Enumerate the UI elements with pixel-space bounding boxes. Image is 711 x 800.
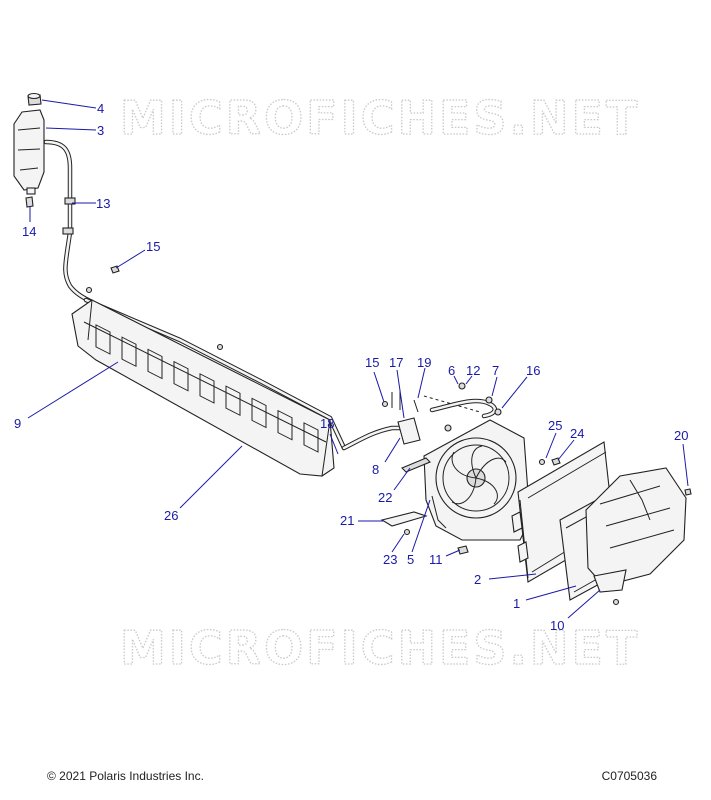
screw-15c [216,343,224,351]
callout-7: 7 [492,363,499,378]
callout-3: 3 [97,123,104,138]
callout-17: 20 [674,428,688,443]
callout-5: 5 [407,552,414,567]
callout-11: 11 [429,552,443,567]
callout-23: 23 [383,552,397,567]
callout-2: 2 [474,572,481,587]
screw-23 [403,528,411,536]
screw-25 [538,458,546,466]
lower-deflector [380,511,428,527]
callout-14: 14 [22,224,36,239]
callout-10: 10 [550,618,564,633]
callout-16: 16 [526,363,540,378]
callout-13: 13 [96,196,110,211]
callout-15-upper: 15 [146,239,160,254]
fan-shroud [423,419,531,541]
callout-8: 8 [372,462,379,477]
screw-15b [85,286,93,294]
coolant-lines [83,297,411,451]
leader-lines [27,99,689,619]
reservoir-clip [25,196,34,208]
callout-1: 1 [513,596,520,611]
callout-26: 26 [164,508,178,523]
callout-24: 24 [570,426,584,441]
copyright-notice: © 2021 Polaris Industries Inc. [47,769,204,783]
callout-labels: 4 3 13 14 15 9 26 18 15 17 19 6 12 7 16 … [14,101,688,633]
callout-18: 17 [389,355,403,370]
rear-housing [585,467,687,593]
nut-11 [457,545,469,555]
screw-17 [684,488,692,496]
callout-6: 6 [448,363,455,378]
overflow-hose [43,139,95,305]
callout-9: 9 [14,416,21,431]
screw-15d [381,400,389,408]
watermark-bottom: MICROFICHES.NET [120,621,640,675]
callout-20: 19 [417,355,431,370]
watermark-top: MICROFICHES.NET [120,91,640,145]
fan-bracket [401,457,431,473]
callout-4: 4 [97,101,104,116]
screw-10 [612,598,620,606]
coolant-reservoir [13,109,45,195]
radiator-support-shroud [71,299,335,477]
callout-12: 12 [466,363,480,378]
callout-22: 22 [378,490,392,505]
drawing-code: C0705036 [601,769,657,783]
reservoir-cap [27,92,42,106]
callout-19: 18 [320,416,334,431]
callout-15-lower: 15 [365,355,379,370]
callout-21: 21 [340,513,354,528]
callout-25: 25 [548,418,562,433]
fitting-bracket-group [391,382,502,445]
